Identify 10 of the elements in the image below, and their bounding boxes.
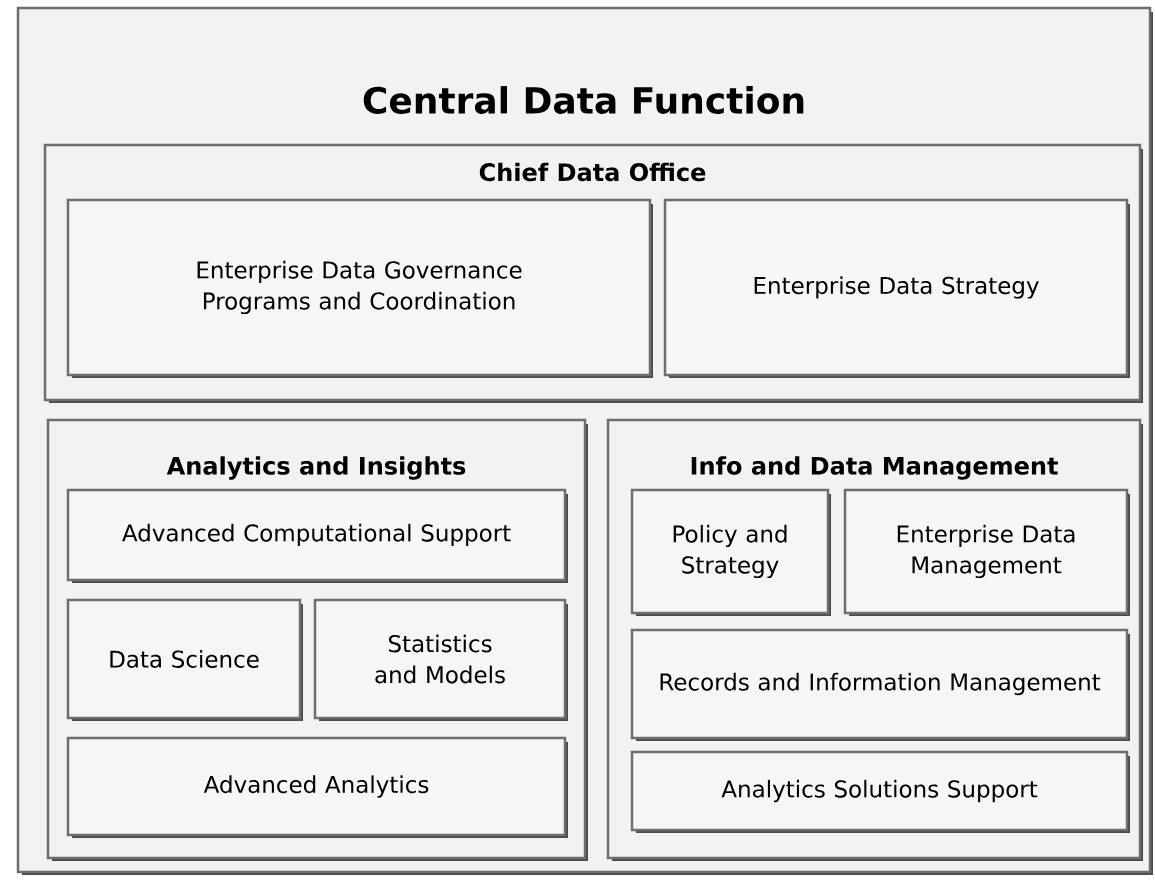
unit-box: Data Science xyxy=(66,598,303,721)
unit-box: Enterprise Data Management xyxy=(843,488,1130,616)
unit-box: Policy and Strategy xyxy=(630,488,831,616)
unit-box: Records and Information Management xyxy=(630,628,1130,741)
unit-box: Enterprise Data Governance Programs and Coordination xyxy=(66,198,653,378)
unit-box: Analytics Solutions Support xyxy=(630,750,1130,833)
unit-box: Enterprise Data Strategy xyxy=(663,198,1130,378)
unit-box: Statistics and Models xyxy=(313,598,568,721)
unit-box: Advanced Analytics xyxy=(66,736,568,838)
unit-box: Advanced Computational Support xyxy=(66,488,568,583)
